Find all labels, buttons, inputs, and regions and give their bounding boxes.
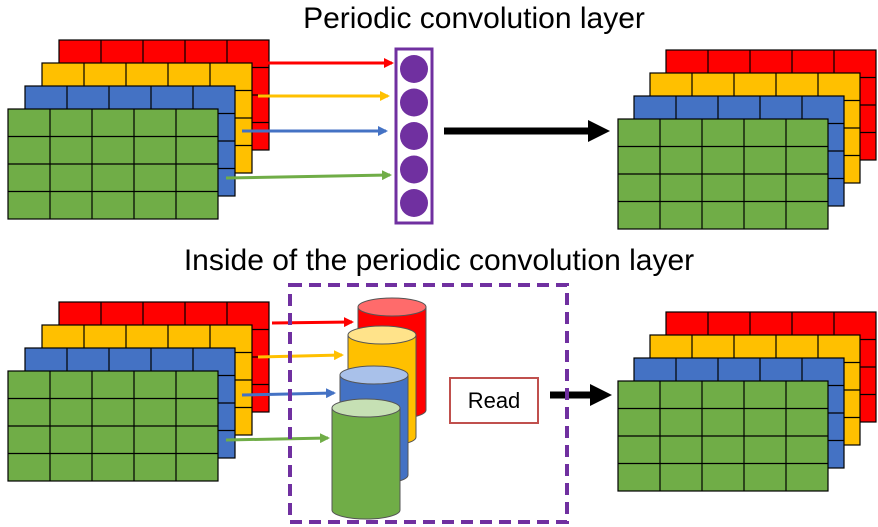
- arrow-green-top: [225, 170, 392, 181]
- neuron-circle: [400, 155, 428, 184]
- arrow-yellow-bottom: [257, 350, 344, 361]
- top-title: Periodic convolution layer: [303, 2, 645, 35]
- cylinder-group: [331, 297, 427, 520]
- dashed-container: [288, 283, 569, 524]
- bottom-input-green-layer: [7, 370, 219, 482]
- read-box: Read: [449, 377, 539, 424]
- neuron-circle: [400, 189, 428, 217]
- bottom-title: Inside of the periodic convolution layer: [183, 244, 695, 277]
- cylinder-green: [331, 398, 401, 520]
- arrow-red-bottom: [271, 317, 354, 328]
- read-label: Read: [468, 388, 521, 413]
- top-output-green-layer: [617, 118, 829, 230]
- neuron-circle: [400, 122, 428, 150]
- top-input-green-layer: [7, 108, 219, 220]
- arrow-green-bottom: [225, 433, 330, 444]
- neuron-circle: [400, 55, 428, 83]
- neuron-column: [394, 47, 434, 225]
- neuron-circle: [400, 88, 428, 117]
- bottom-output-green-layer: [617, 380, 829, 492]
- arrow-black-top: [444, 120, 610, 142]
- arrow-black-bottom: [550, 384, 612, 406]
